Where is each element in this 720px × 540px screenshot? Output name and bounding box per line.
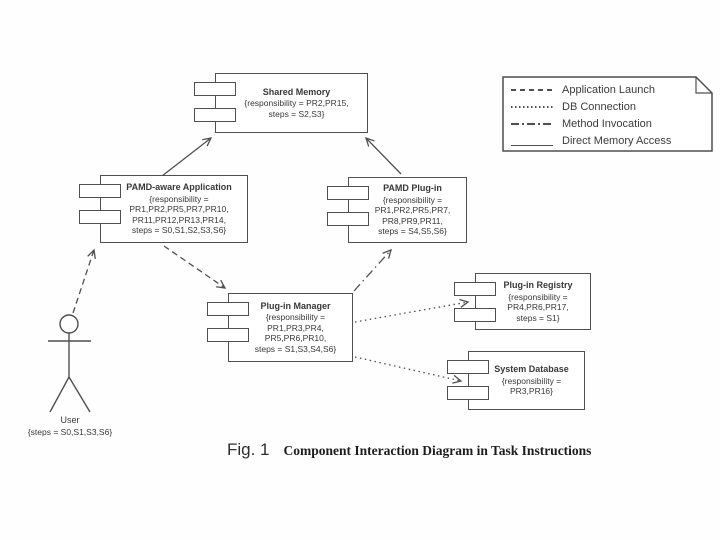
line-manager-to-database: [354, 356, 463, 384]
line-manager-to-registry: [354, 298, 470, 323]
line-plugin-to-sharedmemory: [364, 136, 402, 175]
legend-label: Application Launch: [562, 84, 655, 96]
dash-dot-line-sample: [511, 123, 553, 125]
component-icon-tab: [454, 308, 496, 322]
component-property: {responsibility =: [501, 375, 562, 386]
component-icon-tab: [447, 360, 489, 374]
component-icon-tab: [207, 302, 249, 316]
component-plugin-manager: Plug-in Manager {responsibility = PR1,PR…: [207, 293, 353, 362]
component-property: {responsibility =: [149, 193, 209, 204]
dashed-line-sample: [511, 89, 553, 91]
legend-item: Method Invocation: [511, 117, 671, 131]
component-pamd-aware-application: PAMD-aware Application {responsibility =…: [79, 175, 248, 243]
component-plugin-registry: Plug-in Registry {responsibility = PR4,P…: [454, 273, 591, 330]
actor-name: User: [60, 415, 80, 425]
component-property: PR4,PR6,PR17,: [507, 302, 569, 313]
line-user-to-app: [72, 248, 96, 314]
component-title: Shared Memory: [262, 86, 331, 97]
component-property: {responsibility =: [265, 312, 326, 323]
component-icon-tab: [454, 282, 496, 296]
line-app-to-sharedmemory: [161, 137, 213, 177]
component-title: PAMD Plug-in: [383, 183, 442, 194]
component-icon-tab: [327, 212, 369, 226]
component-property: PR5,PR6,PR10,: [264, 333, 327, 344]
legend-item: Direct Memory Access: [511, 134, 671, 148]
component-title: Plug-in Manager: [260, 300, 331, 311]
component-property: {responsibility =: [382, 194, 443, 205]
component-property: PR3,PR16}: [510, 386, 553, 397]
legend-label: Method Invocation: [562, 118, 652, 130]
line-app-to-manager: [163, 245, 227, 289]
component-property: {responsibility =: [508, 291, 568, 302]
component-property: steps = S4,S5,S6}: [378, 226, 447, 237]
solid-line-sample: [511, 144, 553, 146]
component-icon-tab: [194, 108, 236, 122]
legend-label: Direct Memory Access: [562, 135, 672, 147]
component-property: PR11,PR12,PR13,PR14,: [132, 214, 226, 225]
component-property: steps = S2,S3}: [268, 108, 325, 119]
component-property: PR1,PR2,PR5,PR7,: [374, 205, 451, 216]
component-property: {responsibility = PR2,PR15,: [244, 98, 349, 109]
component-icon-tab: [79, 210, 121, 224]
actor-steps: {steps = S0,S1,S3,S6}: [27, 426, 113, 437]
component-property: steps = S1}: [516, 312, 560, 323]
user-actor-label: User {steps = S0,S1,S3,S6}: [0, 415, 140, 438]
figure-number: Fig. 1: [227, 440, 270, 459]
component-system-database: System Database {responsibility = PR3,PR…: [447, 351, 585, 410]
component-property: PR1,PR2,PR5,PR7,PR10,: [129, 204, 229, 215]
dotted-line-sample: [511, 106, 553, 108]
figure-caption: Fig. 1 Component Interaction Diagram in …: [227, 440, 591, 460]
component-pamd-plugin: PAMD Plug-in {responsibility = PR1,PR2,P…: [327, 177, 467, 243]
component-icon-tab: [79, 184, 121, 198]
line-manager-to-plugin: [353, 248, 392, 292]
component-icon-tab: [207, 328, 249, 342]
component-icon-tab: [327, 186, 369, 200]
figure-title: Component Interaction Diagram in Task In…: [283, 443, 592, 458]
legend-item: Application Launch: [511, 83, 671, 97]
component-icon-tab: [447, 386, 489, 400]
legend-item: DB Connection: [511, 100, 671, 114]
component-title: System Database: [494, 364, 569, 375]
user-actor-figure: [48, 314, 91, 413]
legend: Application Launch DB Connection Method …: [511, 83, 671, 148]
component-shared-memory: Shared Memory {responsibility = PR2,PR15…: [194, 73, 368, 133]
component-title: Plug-in Registry: [503, 279, 573, 290]
component-icon-tab: [194, 82, 236, 96]
component-property: steps = S0,S1,S2,S3,S6}: [131, 225, 227, 236]
legend-label: DB Connection: [562, 101, 636, 113]
component-title: PAMD-aware Application: [126, 182, 232, 193]
component-property: PR8,PR9,PR11,: [382, 215, 443, 226]
component-property: PR1,PR3,PR4,: [267, 322, 324, 333]
component-property: steps = S1,S3,S4,S6}: [254, 343, 337, 354]
